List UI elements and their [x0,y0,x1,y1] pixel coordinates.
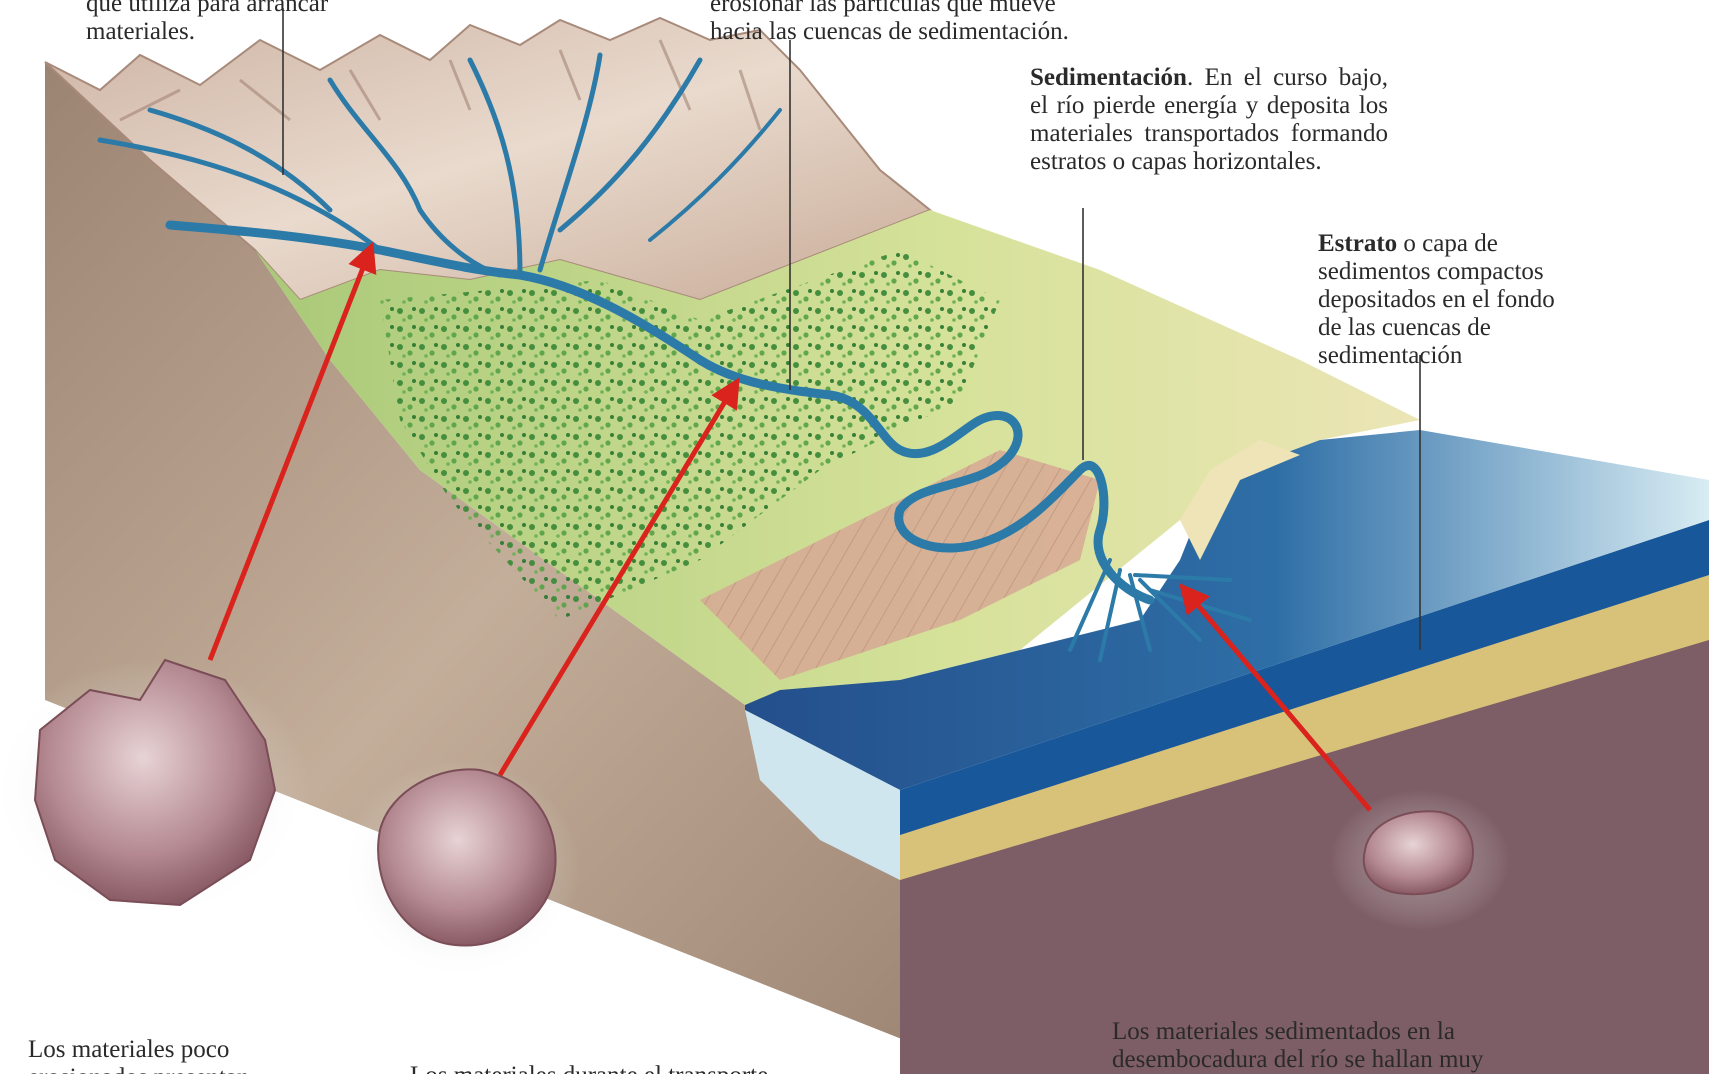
rock-rounded [340,760,580,980]
label-rock-upper: Los materiales poco erosionados presenta… [28,1036,308,1074]
rock-smooth [1330,790,1510,930]
label-sedimentation: Sedimentación. En el curso bajo, el río … [1030,64,1388,176]
rock-angular [0,660,310,920]
label-rock-transport: Los materiales durante el transporte [410,1062,830,1074]
label-erosion: que utiliza para arrancar materiales. [86,0,386,46]
label-transport: erosionar las partículas que mueve hacia… [710,0,1130,46]
label-sedimentation-term: Sedimentación [1030,64,1187,91]
label-stratum: Estrato o capa de sedimentos compactos d… [1318,230,1578,370]
label-stratum-term: Estrato [1318,230,1397,257]
label-rock-mouth: Los materiales sedimentados en la desemb… [1112,1018,1532,1074]
